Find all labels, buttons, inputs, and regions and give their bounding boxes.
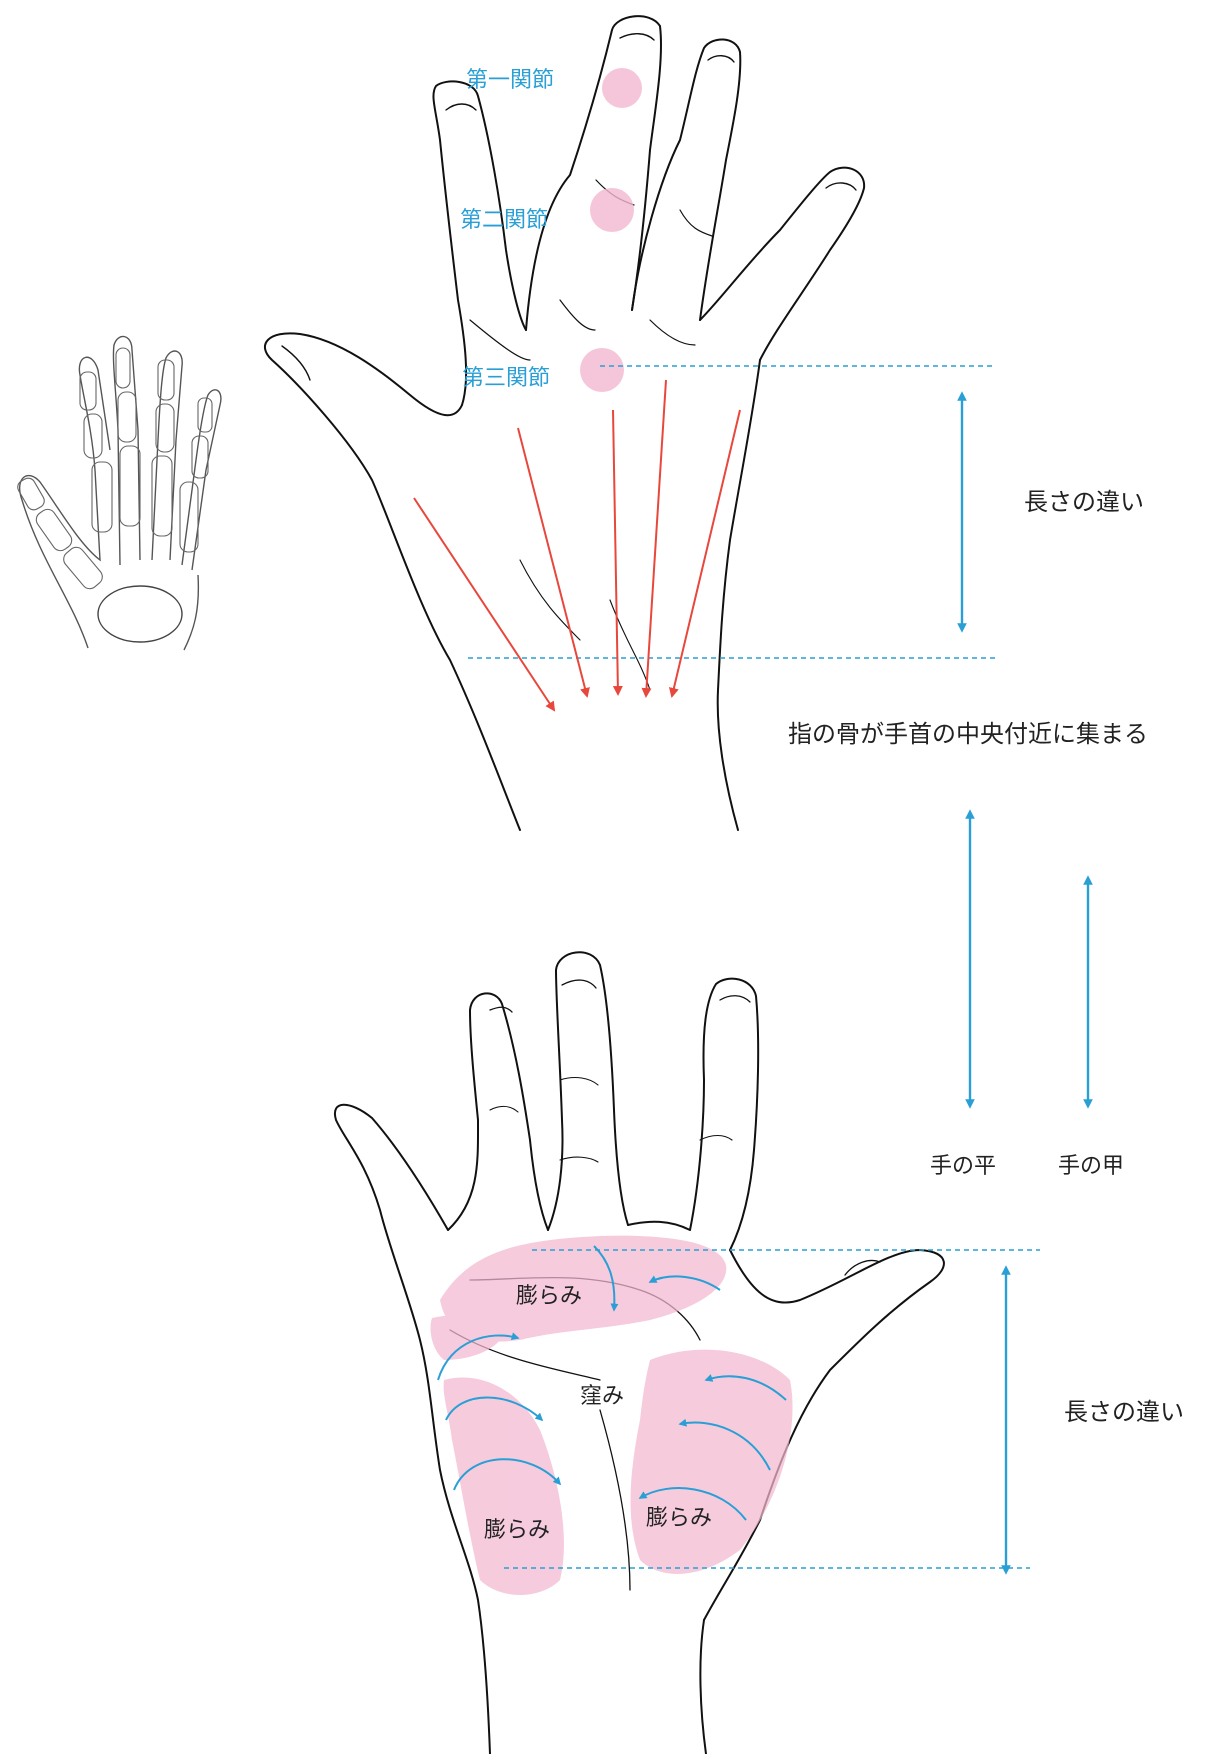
skeleton-hand-illustration — [15, 336, 221, 650]
bulge-top-label: 膨らみ — [516, 1286, 582, 1308]
palm-length-note: 長さの違い — [1064, 1400, 1184, 1424]
palm-of-hand-illustration — [335, 952, 944, 1754]
bones-converge-note: 指の骨が手首の中央付近に集まる — [788, 722, 1148, 746]
back-label: 手の甲 — [1058, 1156, 1124, 1178]
second-joint-label: 第二関節 — [460, 210, 548, 232]
back-of-hand-illustration — [265, 16, 864, 830]
palm-label: 手の平 — [930, 1156, 996, 1178]
first-joint-label: 第一関節 — [466, 70, 554, 92]
hollow-label: 窪み — [580, 1386, 624, 1408]
bone-convergence-arrows — [414, 380, 740, 710]
bulge-left-label: 膨らみ — [484, 1520, 550, 1542]
bulge-right-label: 膨らみ — [646, 1508, 712, 1530]
third-joint-label: 第三関節 — [462, 368, 550, 390]
back-length-note: 長さの違い — [1024, 490, 1144, 514]
